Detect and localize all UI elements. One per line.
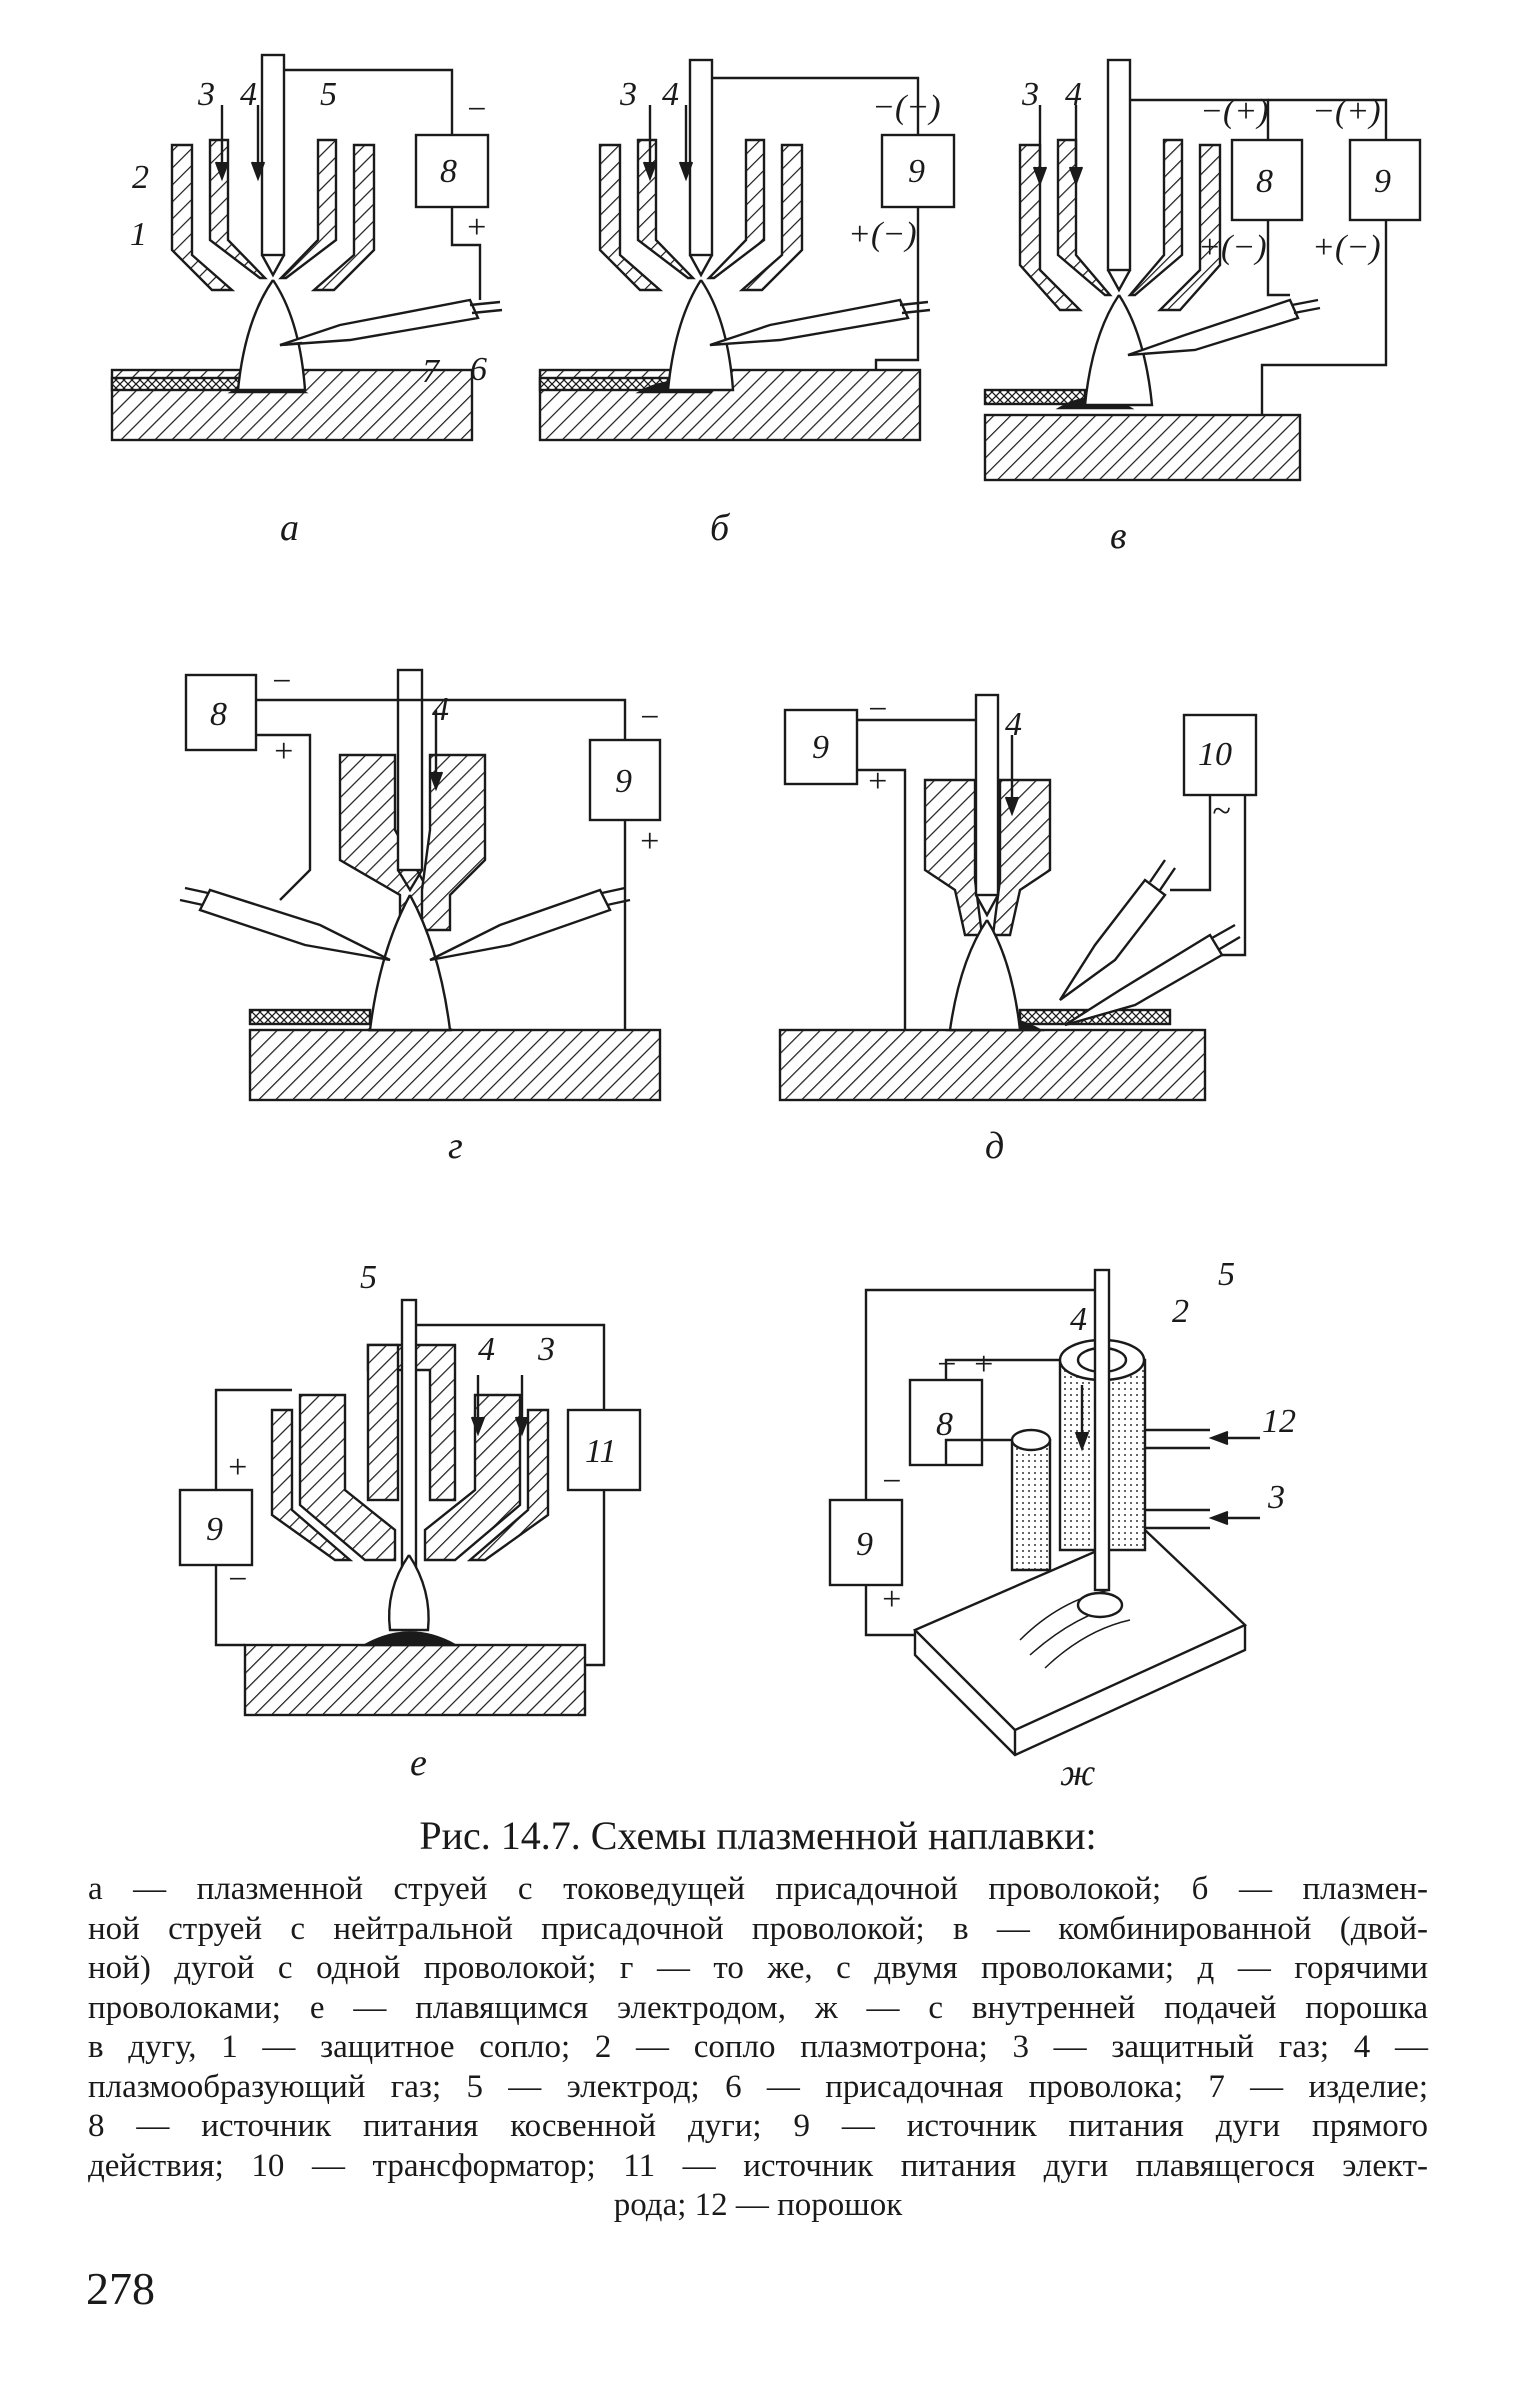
polarity-d-minus: − [866,691,889,728]
label-a-7: 7 [422,353,441,390]
polarity-g-minus2: − [638,699,661,736]
panel-zh [828,1268,1260,1757]
panel-a [110,53,503,442]
caption-line: ной струей с нейтральной присадочной про… [88,1910,1428,1947]
label-a-6: 6 [470,351,487,388]
panel-letter-b: б [710,507,731,549]
polarity-zh-plus1: + [972,1346,995,1383]
source-e-11: 11 [585,1433,616,1470]
source-d-10: 10 [1198,736,1232,773]
panel-letter-v: в [1110,515,1127,557]
label-zh-4: 4 [1070,1301,1087,1338]
panel-b [538,58,956,442]
panel-d [778,693,1258,1102]
figure-caption-title: Рис. 14.7. Схемы плазменной наплавки: [419,1813,1097,1858]
label-zh-5: 5 [1218,1256,1235,1293]
caption-line: 8 — источник питания косвенной дуги; 9 —… [88,2108,1428,2144]
panel-letter-g: г [448,1125,463,1167]
source-g-9: 9 [615,763,632,800]
polarity-zh-minus2: − [880,1463,903,1500]
label-zh-3: 3 [1267,1479,1285,1516]
polarity-g-plus2: + [638,823,661,860]
caption-line: рода; 12 — порошок [613,2187,903,2223]
panel-v [983,58,1422,482]
panel-letter-a: а [280,507,299,549]
figure-schemes: 3 4 5 2 1 6 7 8 − + а 3 4 9 −(+) +(−) б … [110,53,1422,1794]
polarity-a-plus: + [465,209,488,246]
label-a-4: 4 [240,76,257,113]
label-zh-2: 2 [1172,1293,1189,1330]
label-d-4: 4 [1005,706,1022,743]
figure-labels: 3 4 5 2 1 6 7 8 − + а 3 4 9 −(+) +(−) б … [130,76,1391,1794]
polarity-v2-top: −(+) [1312,93,1381,130]
figure-caption-legend: а — плазменной струей с токоведущей прис… [88,1870,1428,2226]
label-a-3: 3 [197,76,215,113]
panel-letter-e: е [410,1742,427,1784]
caption-line: ной) дугой с одной проволокой; г — то же… [88,1950,1428,1986]
source-d-9: 9 [812,729,829,766]
polarity-v1-top: −(+) [1200,93,1269,130]
panel-e [178,1298,642,1717]
label-v-4: 4 [1065,76,1082,113]
label-a-5: 5 [320,76,337,113]
polarity-e-minus: − [226,1561,249,1598]
label-b-4: 4 [662,76,679,113]
label-e-3: 3 [537,1331,555,1368]
label-a-1: 1 [130,216,147,253]
source-v-8: 8 [1256,163,1273,200]
label-a-2: 2 [132,159,149,196]
polarity-a-minus: − [465,91,488,128]
label-g-4: 4 [432,691,449,728]
polarity-v1-bottom: +(−) [1198,229,1267,266]
panel-g [179,668,662,1102]
polarity-v2-bottom: +(−) [1312,229,1381,266]
label-v-3: 3 [1021,76,1039,113]
polarity-b-bottom: +(−) [848,216,917,253]
source-g-8: 8 [210,696,227,733]
source-zh-9: 9 [856,1526,873,1563]
source-e-9: 9 [206,1511,223,1548]
polarity-g-plus1: + [272,733,295,770]
caption-line: в дугу, 1 — защитное сопло; 2 — сопло пл… [88,2029,1428,2065]
polarity-d-plus: + [866,763,889,800]
polarity-e-plus: + [226,1449,249,1486]
source-b-9: 9 [908,153,925,190]
caption-line: плазмообразующий газ; 5 — электрод; 6 — … [88,2068,1428,2105]
source-zh-8: 8 [936,1406,953,1443]
panel-letter-zh: ж [1060,1752,1095,1794]
label-e-4: 4 [478,1331,495,1368]
polarity-b-top: −(+) [872,89,941,126]
caption-line: а — плазменной струей с токоведущей прис… [88,1871,1428,1907]
panel-letter-d: д [985,1125,1004,1167]
polarity-zh-minus1: − [935,1346,958,1383]
caption-line: действия; 10 — трансформатор; 11 — источ… [88,2147,1428,2184]
caption-line: проволоками; е — плавящимся электродом, … [88,1989,1428,2026]
label-zh-12: 12 [1262,1403,1296,1440]
source-a-8: 8 [440,153,457,190]
source-v-9: 9 [1374,163,1391,200]
polarity-zh-plus2: + [880,1581,903,1618]
label-e-5: 5 [360,1259,377,1296]
ac-symbol-d: ~ [1212,793,1230,830]
label-b-3: 3 [619,76,637,113]
page-number: 278 [86,2263,155,2314]
polarity-g-minus1: − [270,663,293,700]
